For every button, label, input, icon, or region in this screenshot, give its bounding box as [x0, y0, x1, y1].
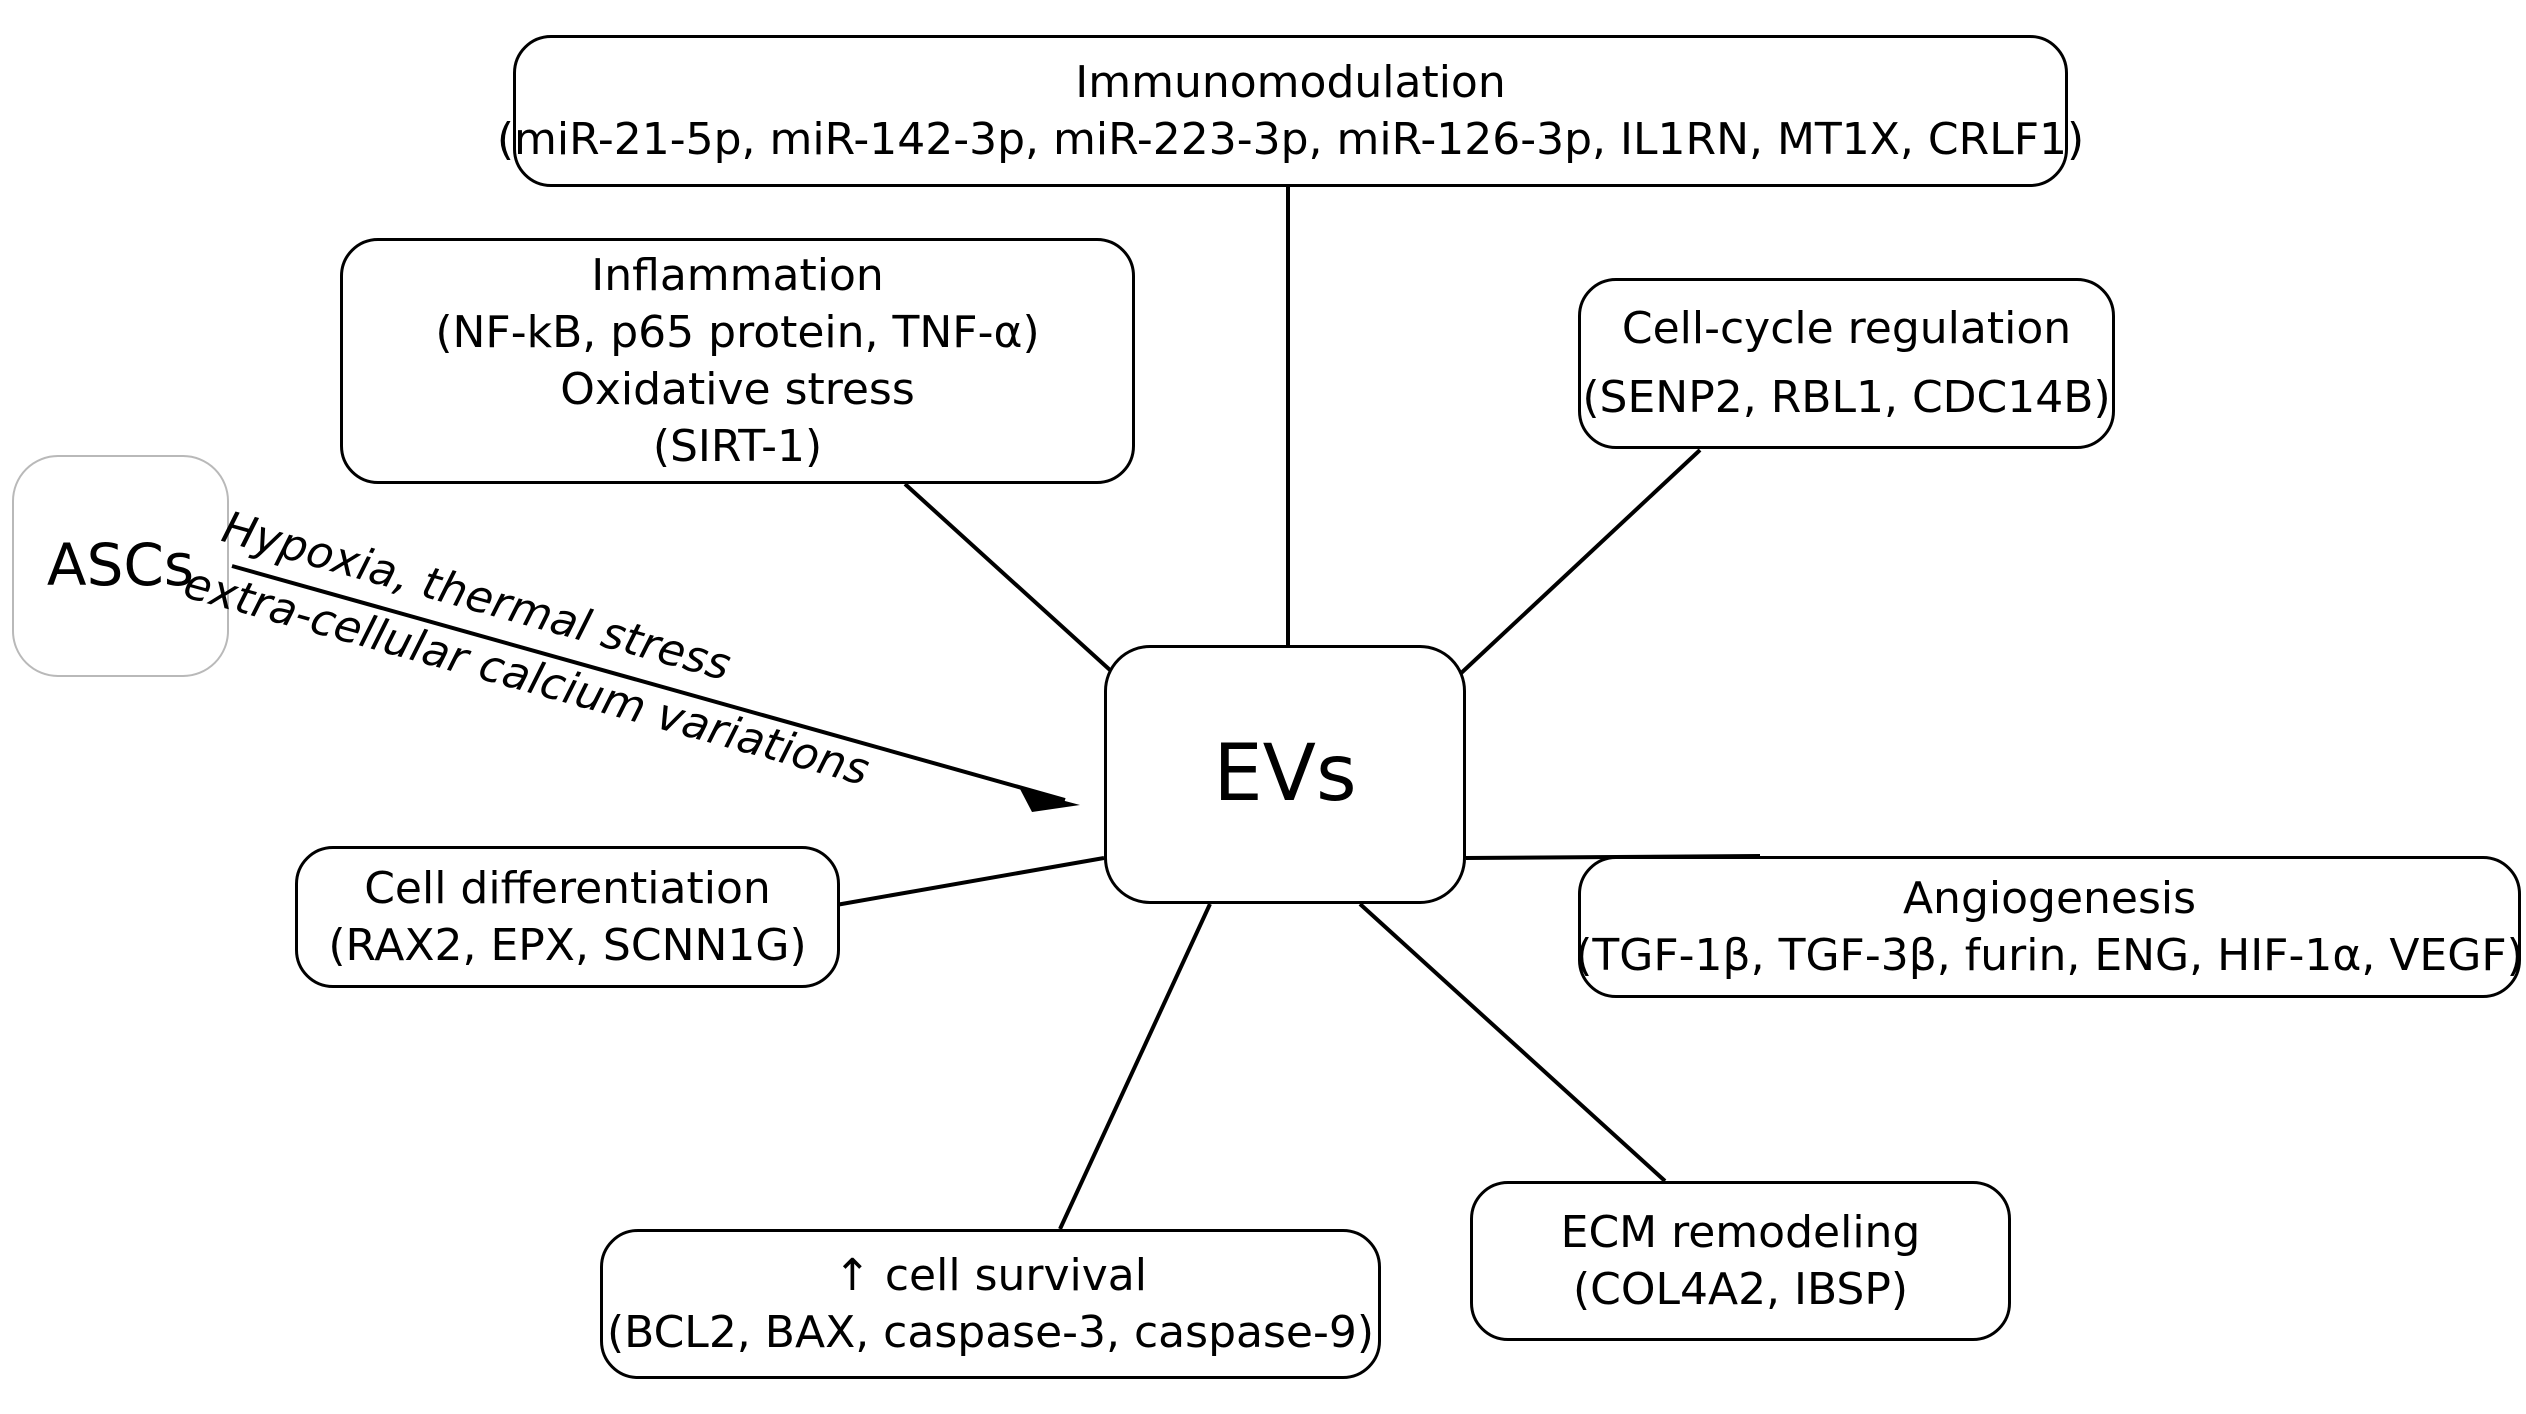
node-evs-hub[interactable]: EVs: [1104, 645, 1466, 904]
node-inflammation-title-2: Oxidative stress: [560, 364, 915, 415]
stimuli-label-line-1: Hypoxia, thermal stress: [216, 501, 737, 692]
node-ecm-title: ECM remodeling: [1560, 1206, 1921, 1258]
node-cell-cycle-title: Cell-cycle regulation: [1621, 303, 2072, 355]
arrow-head-icon: [1020, 789, 1080, 812]
node-immunomodulation[interactable]: Immunomodulation (miR-21-5p, miR-142-3p,…: [497, 35, 2084, 187]
node-ecm-remodeling[interactable]: ECM remodeling (COL4A2, IBSP): [1470, 1181, 2011, 1341]
stimuli-arrow-label: Hypoxia, thermal stress extra-cellular c…: [179, 496, 907, 806]
node-inflammation-details-2: (SIRT-1): [652, 421, 823, 473]
stimuli-arrow-line: [231, 564, 1066, 802]
node-cell-diff-details: (RAX2, EPX, SCNN1G): [328, 920, 807, 971]
node-cell-survival-details: (BCL2, BAX, caspase-3, caspase-9): [607, 1307, 1374, 1358]
node-cell-diff-title: Cell differentiation: [364, 862, 771, 914]
node-ecm-details: (COL4A2, IBSP): [1572, 1264, 1909, 1315]
node-cell-cycle-details: (SENP2, RBL1, CDC14B): [1582, 371, 2111, 423]
edge-evs-inflammation: [903, 482, 1134, 692]
edge-evs-cell-survival: [1058, 903, 1212, 1230]
node-inflammation[interactable]: Inflammation (NF-kB, p65 protein, TNF-α)…: [340, 238, 1135, 484]
node-evs-label: EVs: [1213, 728, 1357, 819]
node-inflammation-title: Inflammation: [591, 249, 884, 301]
edge-evs-cell-cycle: [1441, 448, 1702, 692]
node-angiogenesis-title: Angiogenesis: [1902, 872, 2197, 924]
edge-evs-cell-diff: [835, 856, 1105, 907]
node-cell-survival[interactable]: ↑ cell survival (BCL2, BAX, caspase-3, c…: [600, 1229, 1381, 1379]
node-cell-cycle-regulation[interactable]: Cell-cycle regulation (SENP2, RBL1, CDC1…: [1578, 278, 2115, 449]
node-immunomodulation-details: (miR-21-5p, miR-142-3p, miR-223-3p, miR-…: [496, 114, 2085, 165]
node-angiogenesis-details: (TGF-1β, TGF-3β, furin, ENG, HIF-1α, VEG…: [1575, 930, 2524, 981]
node-angiogenesis[interactable]: Angiogenesis (TGF-1β, TGF-3β, furin, ENG…: [1575, 856, 2524, 998]
node-inflammation-details: (NF-kB, p65 protein, TNF-α): [435, 306, 1040, 358]
node-ascs-label: ASCs: [46, 531, 195, 600]
node-ascs-source[interactable]: ASCs: [12, 455, 229, 677]
node-cell-differentiation[interactable]: Cell differentiation (RAX2, EPX, SCNN1G): [295, 846, 840, 988]
node-cell-survival-title: ↑ cell survival: [834, 1249, 1147, 1301]
stimuli-label-line-2: extra-cellular calcium variations: [178, 557, 875, 796]
node-immunomodulation-title: Immunomodulation: [1075, 56, 1506, 108]
